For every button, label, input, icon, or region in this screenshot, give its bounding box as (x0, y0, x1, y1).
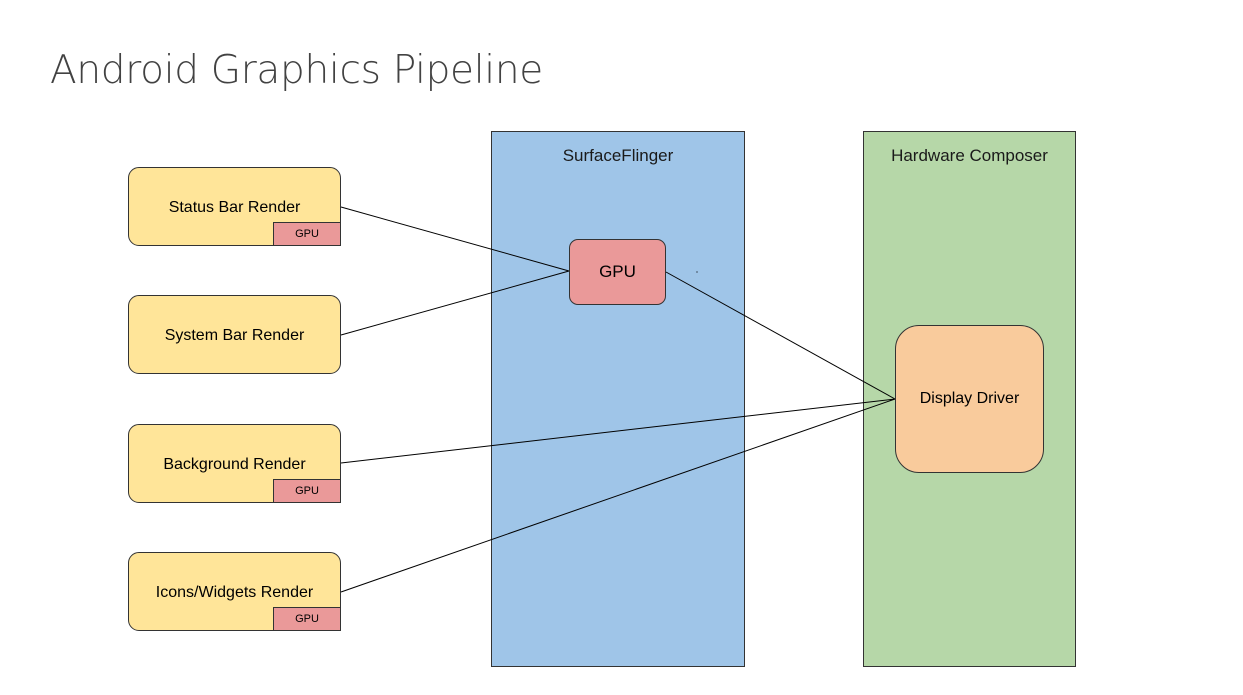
background-render-box: Background Render GPU (128, 424, 341, 503)
icons-widgets-render-label: Icons/Widgets Render (155, 584, 314, 601)
icons-widgets-gpu-tag: GPU (273, 607, 341, 631)
system-bar-render-box: System Bar Render (128, 295, 341, 374)
surfaceflinger-lane: SurfaceFlinger (491, 131, 745, 667)
surfaceflinger-gpu-node: GPU (569, 239, 666, 305)
icons-widgets-render-box: Icons/Widgets Render GPU (128, 552, 341, 631)
background-gpu-tag: GPU (273, 479, 341, 503)
status-bar-render-label: Status Bar Render (168, 199, 301, 216)
background-render-label: Background Render (163, 456, 306, 473)
status-bar-render-box: Status Bar Render GPU (128, 167, 341, 246)
display-driver-node: Display Driver (895, 325, 1044, 473)
hardware-composer-lane-title: Hardware Composer (891, 146, 1048, 165)
page-title: Android Graphics Pipeline (50, 48, 543, 93)
status-bar-gpu-tag: GPU (273, 222, 341, 246)
system-bar-render-label: System Bar Render (164, 327, 305, 344)
surfaceflinger-lane-title: SurfaceFlinger (562, 146, 674, 165)
